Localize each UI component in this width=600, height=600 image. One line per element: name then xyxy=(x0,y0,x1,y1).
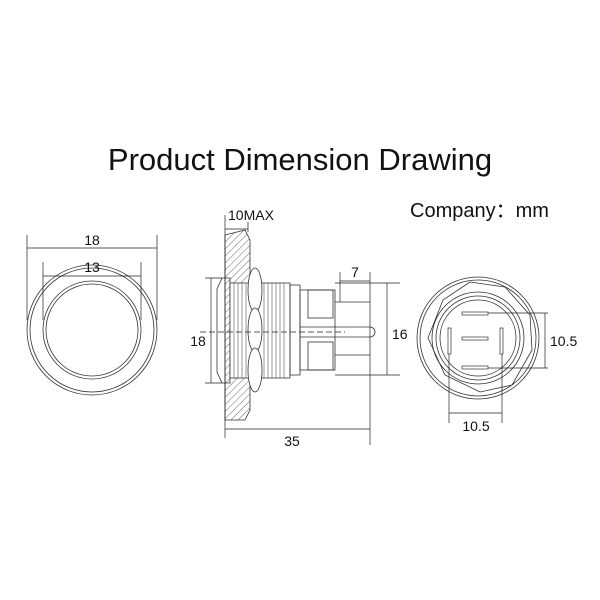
unit-label: Company：mm xyxy=(410,200,549,222)
inner-diameter-label: 13 xyxy=(84,259,100,275)
panel-thickness-label: 10MAX xyxy=(228,207,275,223)
pin-spacing-horizontal-label: 10.5 xyxy=(462,418,489,434)
front-view: 18 13 xyxy=(26,232,158,396)
outer-diameter-label: 18 xyxy=(84,232,100,248)
drawing-title: Product Dimension Drawing xyxy=(108,142,492,177)
side-view: 10MAX 18 7 16 35 xyxy=(190,207,408,449)
bezel-height-label: 18 xyxy=(190,333,206,349)
body-height-label: 16 xyxy=(392,326,408,342)
pin-spacing-vertical-label: 10.5 xyxy=(550,333,577,349)
rear-view: 10.5 10.5 xyxy=(416,276,577,434)
terminal-length-label: 7 xyxy=(351,264,359,280)
total-length-label: 35 xyxy=(284,433,300,449)
